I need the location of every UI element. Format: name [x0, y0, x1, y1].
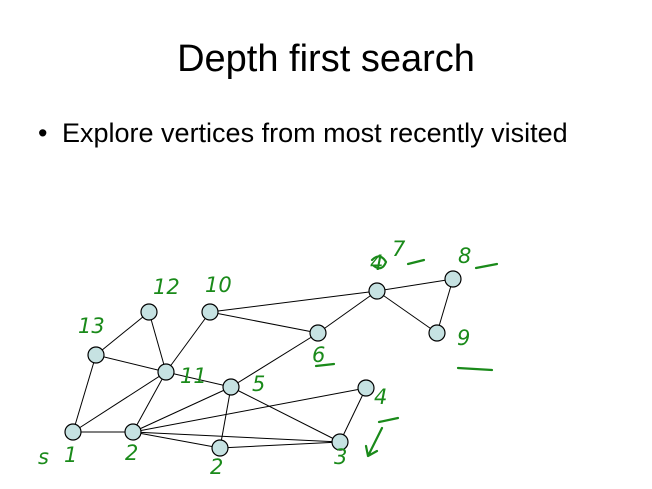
ink-mark-7	[370, 255, 388, 270]
edge-n2b-n3	[219, 441, 341, 449]
edge-n7-n9	[376, 290, 438, 334]
label-order-n12: 12	[153, 275, 180, 299]
label-order-n4: 4	[374, 385, 387, 409]
vertex-n2b	[211, 439, 229, 457]
label-order-n5: 5	[252, 372, 265, 396]
vertex-n6	[309, 324, 327, 342]
label-order-s: 1	[64, 443, 77, 467]
edge-n7-n8	[376, 278, 454, 292]
label-order-n11: 11	[180, 364, 207, 388]
label-order-n3: 3	[334, 445, 347, 469]
bullet-text: Explore vertices from most recently visi…	[62, 118, 568, 148]
label-order-n2: 2	[125, 441, 138, 465]
label-order-n7: 7	[392, 237, 406, 261]
edge-n2-n3	[132, 431, 341, 443]
edge-s-n13	[72, 354, 97, 433]
vertex-n13	[87, 346, 105, 364]
edge-n5-n2b	[219, 386, 232, 449]
label-order-n7-first: 4	[370, 251, 383, 275]
ink-arrow-back-to-3	[364, 426, 384, 458]
label-order-n10: 10	[205, 273, 232, 297]
vertex-s	[64, 423, 82, 441]
edge-n13-n11	[95, 354, 167, 373]
edge-n5-n3	[230, 386, 341, 443]
edge-n5-n6	[230, 332, 319, 388]
vertex-n9	[428, 324, 446, 342]
edge-n12-n11	[148, 311, 167, 373]
edge-s-n11	[72, 371, 167, 433]
edge-n6-n7	[317, 290, 378, 334]
vertex-n11	[157, 363, 175, 381]
edge-n11-n5	[165, 371, 232, 388]
label-order-n13: 13	[78, 314, 105, 338]
ink-underline-9	[456, 366, 494, 372]
ink-underline-8	[474, 262, 499, 270]
edge-n2-n4	[132, 387, 367, 433]
vertex-n12	[140, 303, 158, 321]
graph-nodes	[64, 270, 462, 457]
edge-n10-n6	[209, 311, 319, 334]
edge-n13-n12	[95, 311, 150, 356]
vertex-n5	[222, 378, 240, 396]
ink-underline-4	[377, 416, 400, 424]
vertex-n8	[444, 270, 462, 288]
vertex-n3	[331, 433, 349, 451]
handwritten-annotations: s 1 2 2 3 4 5 6 4 7 8 9 10 11 12 13	[38, 237, 499, 479]
bullet-item: • Explore vertices from most recently vis…	[38, 118, 568, 149]
label-order-n2b: 2	[210, 455, 223, 479]
label-s: s	[38, 445, 49, 469]
ink-underline-6	[314, 362, 336, 368]
label-order-n8: 8	[458, 244, 471, 268]
vertex-n7	[368, 282, 386, 300]
label-order-n6: 6	[312, 343, 325, 367]
ink-underline-7	[406, 258, 426, 266]
vertex-n2	[124, 423, 142, 441]
vertex-n4	[357, 379, 375, 397]
edge-n2-n2b	[132, 431, 221, 449]
edge-n8-n9	[436, 278, 454, 334]
bullet-dot: •	[38, 118, 48, 148]
slide-title: Depth first search	[177, 38, 475, 80]
edge-n3-n4	[339, 387, 367, 443]
graph-edges	[72, 278, 454, 449]
edge-n2-n5	[132, 386, 232, 433]
label-order-n9: 9	[457, 326, 470, 350]
edge-n10-n11	[165, 311, 211, 373]
edge-n11-n2	[132, 371, 167, 433]
vertex-n10	[201, 303, 219, 321]
edge-n10-n7	[209, 290, 378, 313]
